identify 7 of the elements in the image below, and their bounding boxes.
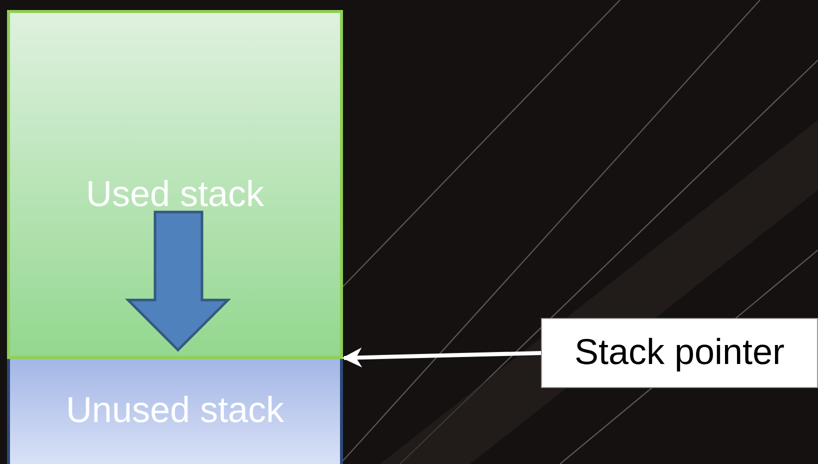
node-label: Stack pointer	[574, 331, 785, 373]
node-label: Unused stack	[66, 389, 284, 431]
node-label: Used stack	[86, 173, 264, 215]
stack-pointer-label-box	[541, 318, 818, 388]
used-stack-box	[7, 10, 343, 359]
unused-stack-box	[7, 359, 343, 464]
arrow	[342, 348, 542, 368]
